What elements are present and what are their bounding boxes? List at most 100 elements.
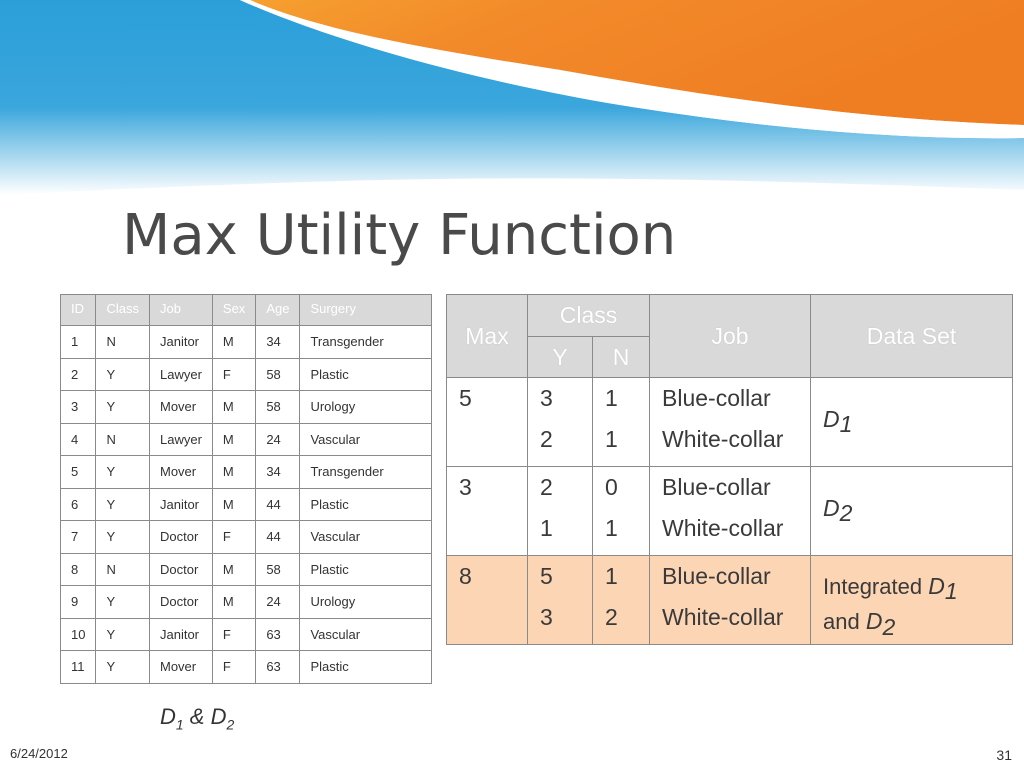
- cell-id: 3: [59, 390, 97, 424]
- cell-surgery: Vascular: [299, 520, 432, 554]
- slide-number: 31: [996, 747, 1012, 763]
- caption-d2-sub: 2: [226, 716, 235, 733]
- cell-age: 44: [255, 520, 301, 554]
- cell-sex: F: [211, 357, 257, 391]
- cell-age: 58: [255, 390, 301, 424]
- cell-surgery: Transgender: [299, 325, 432, 359]
- cell-id: 10: [59, 617, 97, 651]
- cell-id: 2: [59, 357, 97, 391]
- cell-id: 7: [59, 520, 97, 554]
- cell-class: Y: [95, 390, 150, 424]
- cell-sex: M: [211, 455, 257, 489]
- cell-job: Janitor: [148, 325, 213, 359]
- caption-amp: &: [183, 704, 211, 729]
- cell-surgery: Plastic: [299, 487, 432, 521]
- cell-sex: F: [211, 650, 257, 684]
- cell-job: Janitor: [148, 617, 213, 651]
- cell-job: Doctor: [148, 552, 213, 586]
- caption-d2-letter: D: [210, 704, 227, 729]
- cell-class: N: [95, 552, 150, 586]
- cell-age: 58: [255, 552, 301, 586]
- col-header-class-group: Class: [527, 294, 650, 337]
- cell-age: 58: [255, 357, 301, 391]
- cell-age: 34: [255, 455, 301, 489]
- cell-id: 4: [59, 422, 97, 456]
- cell-sex: F: [211, 520, 257, 554]
- cell-surgery: Plastic: [299, 552, 432, 586]
- cell-sex: M: [211, 325, 257, 359]
- cell-age: 63: [255, 650, 301, 684]
- cell-surgery: Vascular: [299, 617, 432, 651]
- cell-age: 24: [255, 585, 301, 619]
- col-header-n: N: [592, 336, 650, 378]
- cell-sex: M: [211, 552, 257, 586]
- cell-class: Y: [95, 487, 150, 521]
- records-caption: D1 & D2: [160, 704, 234, 732]
- cell-sex: M: [211, 390, 257, 424]
- records-header-row: ID Class Job Sex Age Surgery: [59, 294, 432, 326]
- col-header-age: Age: [255, 294, 301, 326]
- col-header-id: ID: [59, 294, 97, 326]
- col-header-surgery: Surgery: [299, 294, 432, 326]
- dataset-cell: D2: [810, 466, 1013, 556]
- cell-id: 1: [59, 325, 97, 359]
- cell-age: 24: [255, 422, 301, 456]
- cell-surgery: Urology: [299, 390, 432, 424]
- col-header-dataset: Data Set: [810, 294, 1013, 378]
- col-header-y: Y: [527, 336, 593, 378]
- cell-job: Lawyer: [148, 422, 213, 456]
- cell-surgery: Urology: [299, 585, 432, 619]
- cell-id: 6: [59, 487, 97, 521]
- cell-class: N: [95, 325, 150, 359]
- cell-id: 5: [59, 455, 97, 489]
- col-header-max: Max: [446, 294, 528, 378]
- caption-d1-sub: 1: [175, 716, 184, 733]
- dataset-cell: D1: [810, 377, 1013, 467]
- cell-job: Doctor: [148, 585, 213, 619]
- cell-job: Doctor: [148, 520, 213, 554]
- col-header-sex: Sex: [211, 294, 257, 326]
- cell-sex: M: [211, 585, 257, 619]
- cell-sex: M: [211, 422, 257, 456]
- cell-class: Y: [95, 585, 150, 619]
- cell-id: 8: [59, 552, 97, 586]
- cell-job: Lawyer: [148, 357, 213, 391]
- col-header-job: Job: [649, 294, 811, 378]
- cell-class: Y: [95, 357, 150, 391]
- col-header-class: Class: [95, 294, 150, 326]
- cell-class: Y: [95, 455, 150, 489]
- cell-class: N: [95, 422, 150, 456]
- cell-job: Mover: [148, 650, 213, 684]
- footer-date: 6/24/2012: [10, 746, 68, 761]
- cell-surgery: Vascular: [299, 422, 432, 456]
- cell-sex: F: [211, 617, 257, 651]
- max-cell: 5: [446, 377, 528, 467]
- cell-job: Janitor: [148, 487, 213, 521]
- cell-age: 44: [255, 487, 301, 521]
- cell-age: 63: [255, 617, 301, 651]
